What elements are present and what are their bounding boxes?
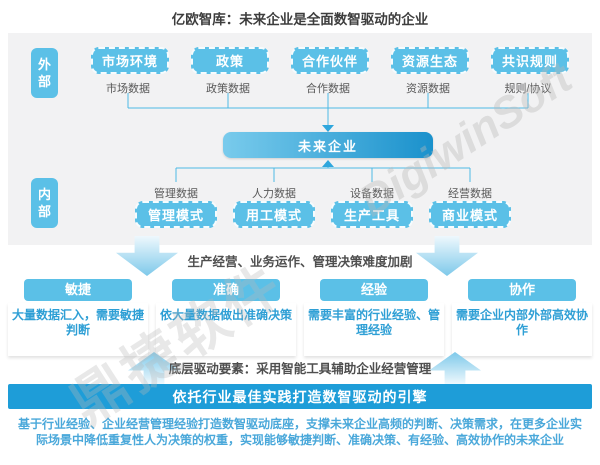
external-box-market: 市场环境 (91, 47, 169, 74)
capability-card-accurate: 准确 依大量数据做出准确决策 (156, 279, 296, 356)
capability-title: 经验 (320, 279, 428, 301)
future-enterprise-box: 未来企业 (223, 132, 433, 158)
capability-desc: 需要企业内部外部高效协作 (452, 303, 592, 356)
external-data-label: 市场数据 (106, 83, 150, 95)
capability-cards: 敏捷 大量数据汇入，需要敏捷判断 准确 依大量数据做出准确决策 经验 需要丰富的… (8, 279, 592, 356)
arrowhead-up-icon (322, 160, 334, 167)
challenge-text: 生产经营、业务运作、管理决策难度加剧 (187, 255, 413, 269)
connector-lines (127, 93, 529, 182)
arrowhead-down-icon (322, 125, 334, 132)
capability-title: 敏捷 (24, 279, 132, 301)
data-flow-panel: 外部 市场环境 政策 合作伙伴 资源生态 共识规则 市场数据 政策数据 合作数据… (8, 33, 592, 245)
external-box-partners: 合作伙伴 (291, 47, 369, 74)
internal-badge: 内部 (31, 178, 58, 228)
capability-desc: 需要丰富的行业经验、管理经验 (304, 303, 444, 356)
internal-box-business: 商业模式 (429, 201, 511, 228)
internal-data-label: 管理数据 (154, 188, 198, 200)
internal-data-label: 经营数据 (448, 188, 492, 200)
internal-badge-label: 内部 (37, 187, 51, 219)
engine-banner: 依托行业最佳实践打造数智驱动的引擎 (8, 384, 592, 409)
external-data-label: 规则/协议 (504, 83, 552, 95)
external-data-label: 资源数据 (406, 83, 450, 95)
capability-card-agile: 敏捷 大量数据汇入，需要敏捷判断 (8, 279, 148, 356)
capability-card-experience: 经验 需要丰富的行业经验、管理经验 (304, 279, 444, 356)
external-badge: 外部 (31, 48, 58, 98)
external-badge-label: 外部 (37, 57, 51, 89)
internal-data-label: 设备数据 (350, 188, 394, 200)
external-data-label: 合作数据 (306, 83, 350, 95)
capability-title: 协作 (468, 279, 576, 301)
internal-box-labor: 用工模式 (233, 201, 315, 228)
internal-box-tools: 生产工具 (331, 201, 413, 228)
internal-data-label: 人力数据 (252, 188, 296, 200)
driver-text: 底层驱动要素：采用智能工具辅助企业经营管理 (168, 362, 432, 376)
page-title: 亿欧智库：未来企业是全面数智驱动的企业 (171, 12, 429, 27)
capability-card-collaboration: 协作 需要企业内部外部高效协作 (452, 279, 592, 356)
external-data-label: 政策数据 (206, 83, 250, 95)
capability-desc: 依大量数据做出准确决策 (156, 303, 296, 356)
capability-desc: 大量数据汇入，需要敏捷判断 (8, 303, 148, 356)
internal-box-management: 管理模式 (135, 201, 217, 228)
external-box-rules: 共识规则 (491, 47, 569, 74)
capability-title: 准确 (172, 279, 280, 301)
external-box-policy: 政策 (191, 47, 269, 74)
footer-description: 基于行业经验、企业经营管理经验打造数智驱动底座，支撑未来企业高频的判断、决策需求… (17, 417, 582, 447)
external-box-resources: 资源生态 (391, 47, 469, 74)
